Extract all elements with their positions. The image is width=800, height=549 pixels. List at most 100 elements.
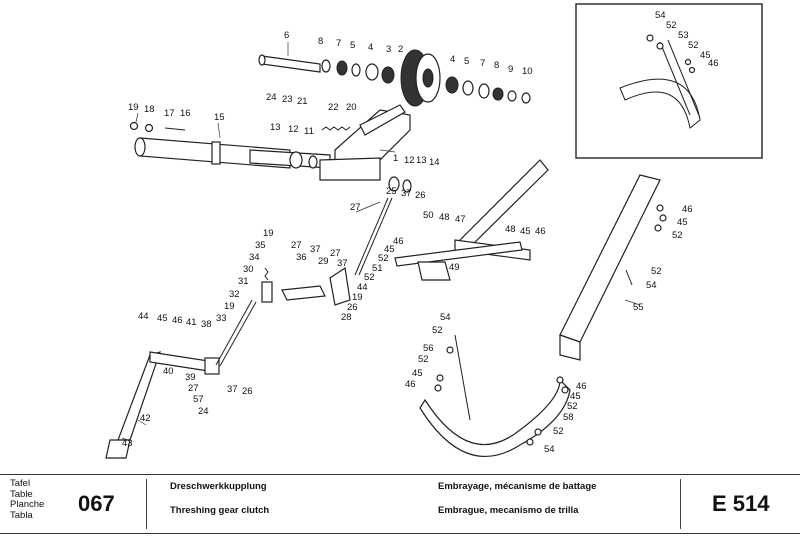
callout-45: 45 <box>520 226 531 237</box>
callout-37: 37 <box>401 188 412 199</box>
link-bracket-part <box>394 241 523 281</box>
plate-label-es: Tabla <box>10 509 33 521</box>
title-german: Dreschwerkkupplung <box>170 481 267 492</box>
plate-label-de: Tafel <box>10 478 31 489</box>
title-block: Tafel Table Planche Tabla 067 Dreschwerk… <box>0 474 800 534</box>
bearing-row-left <box>321 59 395 84</box>
callout-57: 57 <box>193 394 204 405</box>
callout-54a: 54 <box>440 312 451 323</box>
callout-29: 29 <box>318 256 329 267</box>
callout-25: 25 <box>386 186 397 197</box>
callout-5: 5 <box>350 40 355 51</box>
lever-frame-part <box>319 104 411 181</box>
callout-41: 41 <box>186 317 197 328</box>
inset-frame <box>575 3 763 159</box>
exploded-parts-diagram: 6 8 7 5 4 3 2 4 5 7 8 9 10 24 23 21 22 2… <box>105 3 763 459</box>
callout-54c: 54 <box>646 280 657 291</box>
callout-5b: 5 <box>464 56 469 67</box>
callout-47: 47 <box>455 214 466 225</box>
callout-27: 27 <box>350 202 361 213</box>
callout-11: 11 <box>304 126 314 137</box>
rod-27-part <box>354 197 393 276</box>
callout-24b: 24 <box>198 406 209 417</box>
callout-52e: 52 <box>567 401 578 412</box>
callout-9: 9 <box>508 64 513 75</box>
callout-39: 39 <box>185 372 196 383</box>
callout-23: 23 <box>282 94 293 105</box>
callout-26b: 26 <box>347 302 358 313</box>
plate-label-block: Tafel Table Planche Tabla <box>10 478 45 537</box>
callout-45c: 45 <box>157 313 168 324</box>
callout-26: 26 <box>415 190 426 201</box>
callout-51: 51 <box>372 263 383 274</box>
callout-52b: 52 <box>364 272 375 283</box>
callout-13b: 13 <box>416 155 427 166</box>
divider-1 <box>146 479 147 529</box>
callout-21: 21 <box>297 96 308 107</box>
callout-55: 55 <box>633 302 644 313</box>
callout-19c: 19 <box>352 292 363 303</box>
callout-52j: 52 <box>688 40 699 51</box>
callout-54b: 54 <box>544 444 555 455</box>
callout-45f: 45 <box>677 217 688 228</box>
title-spanish: Embrague, mecanismo de trilla <box>438 505 579 516</box>
callout-34: 34 <box>249 252 260 263</box>
callout-12: 12 <box>288 124 299 135</box>
callout-48b: 48 <box>505 224 516 235</box>
callout-52a: 52 <box>378 253 389 264</box>
pulley-part <box>400 49 441 107</box>
callout-44b: 44 <box>138 311 149 322</box>
callout-46c: 46 <box>172 315 183 326</box>
callout-45e: 45 <box>570 391 581 402</box>
callout-52c: 52 <box>432 325 443 336</box>
callout-37c: 37 <box>337 258 348 269</box>
shaft-6-part <box>258 54 321 73</box>
callout-48: 48 <box>439 212 450 223</box>
washers-mid <box>289 151 412 193</box>
callout-43: 43 <box>122 438 133 449</box>
callout-27b: 27 <box>291 240 302 251</box>
plate-label-fr: Planche <box>10 499 45 510</box>
callout-12b: 12 <box>404 155 415 166</box>
callout-46f: 46 <box>682 204 693 215</box>
callout-24: 24 <box>266 92 277 103</box>
callout-54d: 54 <box>655 10 666 21</box>
callout-7: 7 <box>336 38 341 49</box>
callout-18: 18 <box>144 104 155 115</box>
title-french: Embrayage, mécanisme de battage <box>438 481 597 492</box>
callout-37b: 37 <box>310 244 321 255</box>
callout-52h: 52 <box>651 266 662 277</box>
callout-45g: 45 <box>700 50 711 61</box>
callout-32: 32 <box>229 289 240 300</box>
callout-7b: 7 <box>480 58 485 69</box>
callout-46e: 46 <box>576 381 587 392</box>
callout-53: 53 <box>678 30 689 41</box>
callout-30: 30 <box>243 264 254 275</box>
callout-6: 6 <box>284 30 289 41</box>
callout-19b: 19 <box>263 228 274 239</box>
callout-46d: 46 <box>405 379 416 390</box>
plate-number: 067 <box>78 491 115 516</box>
leader-lines <box>121 42 641 441</box>
callout-20: 20 <box>346 102 357 113</box>
callout-52i: 52 <box>666 20 677 31</box>
frame-rail-part <box>559 174 661 361</box>
callout-15: 15 <box>214 112 225 123</box>
callout-36: 36 <box>296 252 307 263</box>
callout-35: 35 <box>255 240 266 251</box>
callout-17: 17 <box>164 108 175 119</box>
callout-33: 33 <box>216 313 227 324</box>
callout-40: 40 <box>163 366 174 377</box>
callout-26c: 26 <box>242 386 253 397</box>
callout-10: 10 <box>522 66 533 77</box>
callout-46: 46 <box>535 226 546 237</box>
spring-part <box>321 126 351 131</box>
callout-19: 19 <box>128 102 139 113</box>
pedal-lever-part <box>105 299 257 459</box>
callout-16: 16 <box>180 108 191 119</box>
callout-50: 50 <box>423 210 434 221</box>
callout-44a: 44 <box>357 282 368 293</box>
divider-2 <box>680 479 681 529</box>
center-linkage-part <box>261 266 351 306</box>
plate-label-en: Table <box>10 488 33 500</box>
